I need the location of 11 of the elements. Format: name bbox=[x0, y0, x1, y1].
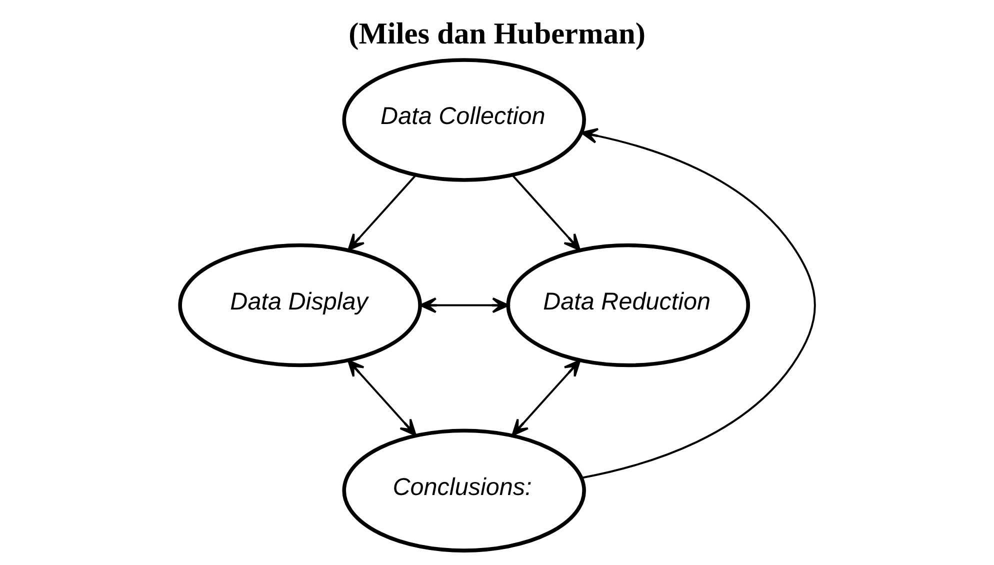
arrow bbox=[511, 174, 580, 251]
arrow bbox=[346, 360, 416, 436]
node-ellipse: Conclusions: bbox=[342, 428, 586, 552]
node-ellipse: Data Reduction bbox=[506, 243, 750, 368]
arrow bbox=[511, 360, 580, 436]
diagram-title: (Miles dan Huberman) bbox=[348, 16, 646, 50]
arrow bbox=[347, 174, 416, 251]
node-ellipse: Data Display bbox=[178, 243, 422, 368]
arrow bbox=[419, 297, 509, 314]
arrow bbox=[580, 128, 816, 479]
node-ellipse: Data Collection bbox=[342, 58, 586, 182]
